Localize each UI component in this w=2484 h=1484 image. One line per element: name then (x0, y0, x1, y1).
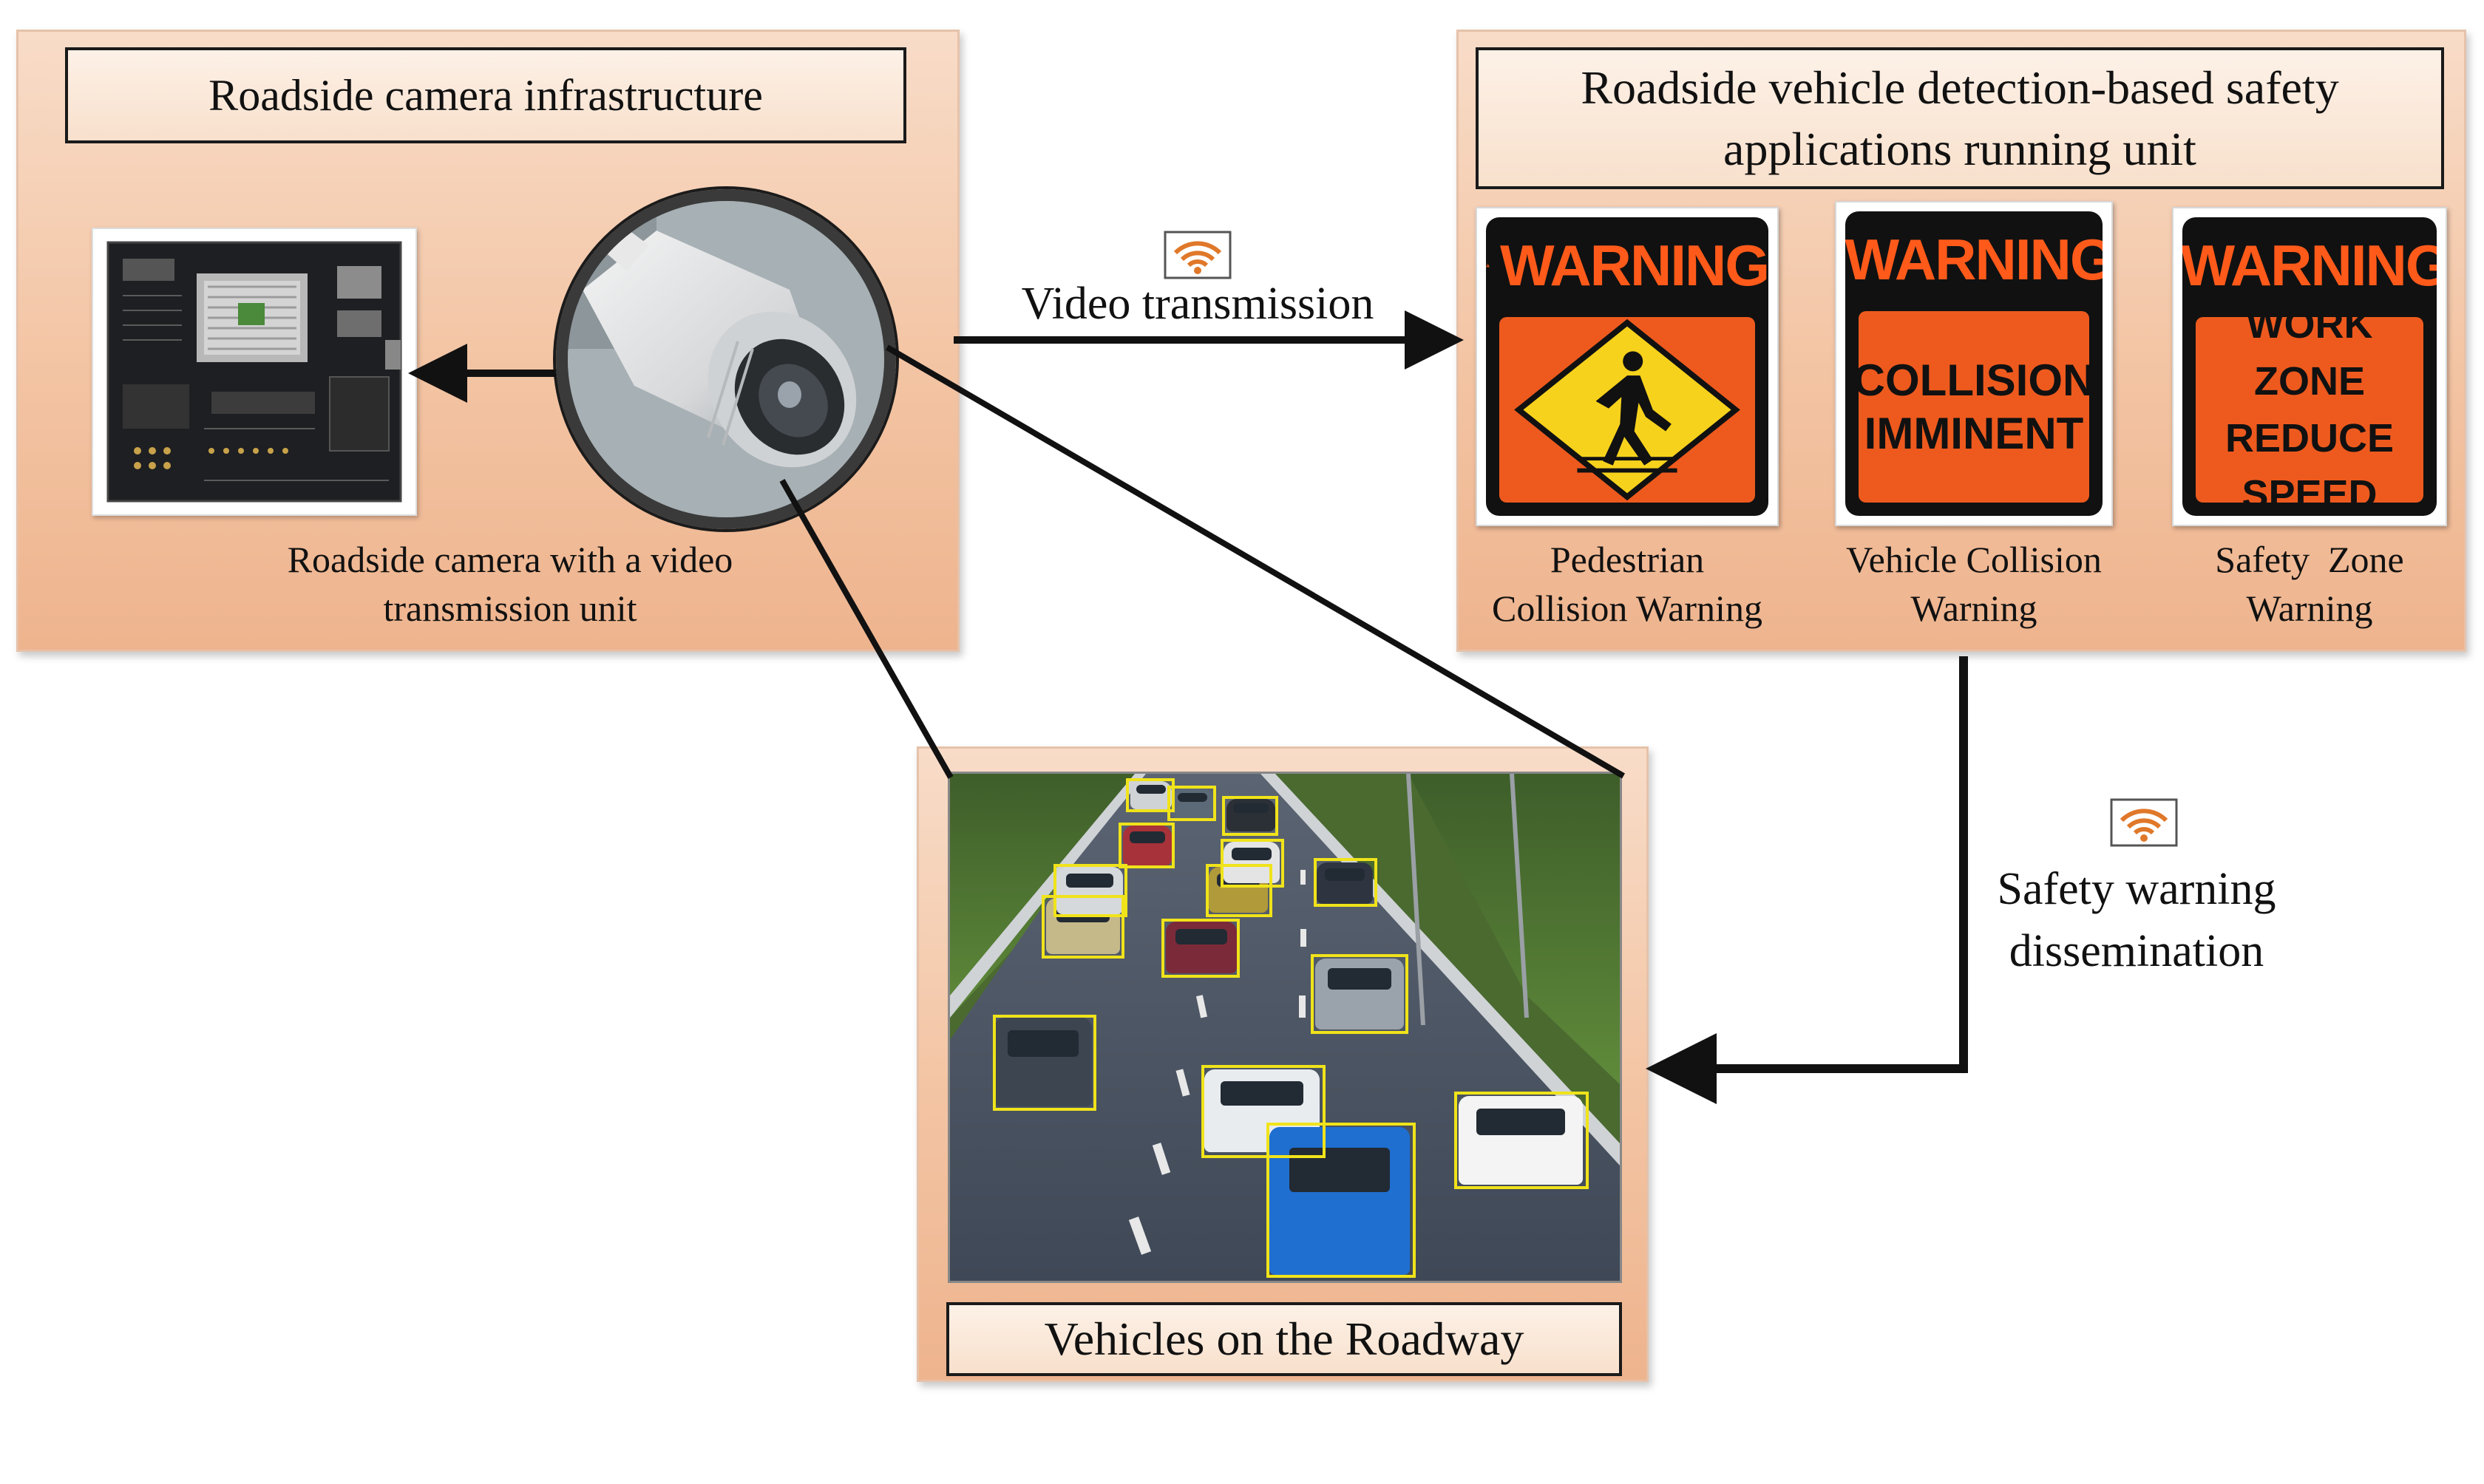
caption-line: Vehicle Collision (1846, 539, 2102, 580)
safety-warning-line2: dissemination (2009, 925, 2264, 976)
safety-zone-warning-sign: WARNING WORK ZONE REDUCE SPEED (2172, 207, 2447, 526)
sign-face: WARNING (1486, 217, 1768, 516)
sign-header: WARNING (2182, 217, 2437, 313)
pedestrian-warning-sign: WARNING (1476, 207, 1779, 526)
controller-board-image (92, 228, 417, 516)
sign-body-line: SPEED (2242, 472, 2378, 516)
sign-body-line: WORK ZONE (2246, 302, 2373, 404)
safety-applications-title-line1: Roadside vehicle detection-based safety (1581, 61, 2339, 114)
sign-body-line: COLLISION (1853, 355, 2095, 405)
vehicle (1130, 781, 1172, 809)
detection-box (1311, 954, 1408, 1034)
circuit-board-icon (106, 241, 402, 503)
sign-face: WARNING COLLISION IMMINENT (1845, 211, 2103, 516)
sign-header-text: WARNING (2182, 232, 2437, 298)
safety-applications-title-line2: applications running unit (1723, 123, 2196, 175)
caption-line: Warning (2246, 588, 2373, 629)
detection-box (1454, 1092, 1589, 1189)
roadside-camera-image (556, 189, 896, 529)
vehicle (1204, 1069, 1320, 1152)
camera-caption-line2: transmission unit (383, 588, 637, 629)
detection-box (1042, 895, 1124, 959)
safety-warning-line1: Safety warning (1997, 864, 2276, 914)
roadway-title-text: Vehicles on the Roadway (1044, 1313, 1524, 1366)
detection-box (1167, 786, 1216, 821)
pedestrian-crossing-icon (1514, 319, 1740, 501)
sign-header: WARNING (1486, 217, 1768, 313)
wifi-icon (1164, 231, 1232, 279)
vehicle (1172, 789, 1213, 818)
camera-infrastructure-title-text: Roadside camera infrastructure (208, 71, 763, 120)
safety-warning-label: Safety warning dissemination (1952, 859, 2321, 982)
camera-infrastructure-title: Roadside camera infrastructure (65, 47, 906, 143)
vehicle (1056, 867, 1123, 914)
sign-body: WORK ZONE REDUCE SPEED (2196, 302, 2423, 516)
roadway-title: Vehicles on the Roadway (946, 1302, 1622, 1376)
vehicle (1459, 1096, 1583, 1185)
camera-caption: Roadside camera with a video transmissio… (192, 535, 828, 633)
sign-body-line: IMMINENT (1864, 408, 2084, 458)
detection-box (1314, 858, 1377, 907)
pedestrian-warning-caption: Pedestrian Collision Warning (1468, 535, 1786, 633)
vehicle-collision-warning-sign: WARNING COLLISION IMMINENT (1835, 201, 2113, 526)
sign-header-text: WARNING (1845, 226, 2103, 292)
camera-view-line (779, 479, 954, 779)
safety-warning-arrow (1646, 656, 1968, 1104)
detection-box (1222, 796, 1278, 836)
detection-box (1221, 839, 1284, 888)
safety-zone-caption: Safety Zone Warning (2162, 535, 2457, 633)
safety-applications-title: Roadside vehicle detection-based safety … (1476, 47, 2444, 189)
camera-caption-line1: Roadside camera with a video (287, 539, 733, 580)
vehicle (1317, 862, 1373, 904)
vehicle (1123, 826, 1172, 865)
vehicle (1226, 799, 1275, 831)
video-transmission-label: Video transmission (961, 273, 1434, 336)
caption-line: Safety Zone (2215, 539, 2404, 580)
sign-body (1499, 317, 1755, 503)
caption-line: Pedestrian (1550, 539, 1705, 580)
detection-box (1053, 864, 1127, 917)
wifi-icon (2110, 798, 2178, 847)
sign-header: WARNING (1845, 211, 2103, 307)
detection-box (1266, 1123, 1416, 1278)
sign-body-line: REDUCE (2225, 415, 2395, 460)
detection-box (1161, 919, 1240, 978)
vehicle (1315, 959, 1404, 1029)
security-camera-icon (568, 201, 884, 517)
detection-box (1206, 864, 1272, 917)
caption-line: Warning (1910, 588, 2037, 629)
detection-box (1201, 1065, 1326, 1158)
vehicle (1166, 922, 1237, 973)
sign-body: COLLISION IMMINENT (1853, 311, 2094, 503)
camera-view-line (885, 344, 1626, 779)
vehicle-collision-caption: Vehicle Collision Warning (1819, 535, 2129, 633)
vehicle (994, 1018, 1092, 1106)
detection-box (1126, 778, 1175, 812)
sign-face: WARNING WORK ZONE REDUCE SPEED (2182, 217, 2437, 516)
sign-header-text: WARNING (1500, 232, 1768, 298)
caption-line: Collision Warning (1492, 588, 1762, 629)
detection-box (993, 1015, 1096, 1111)
video-transmission-text: Video transmission (1021, 279, 1374, 329)
roadway-detection-image (948, 772, 1622, 1283)
detection-box (1119, 823, 1175, 868)
warning-triangle-icon (1486, 263, 1490, 268)
